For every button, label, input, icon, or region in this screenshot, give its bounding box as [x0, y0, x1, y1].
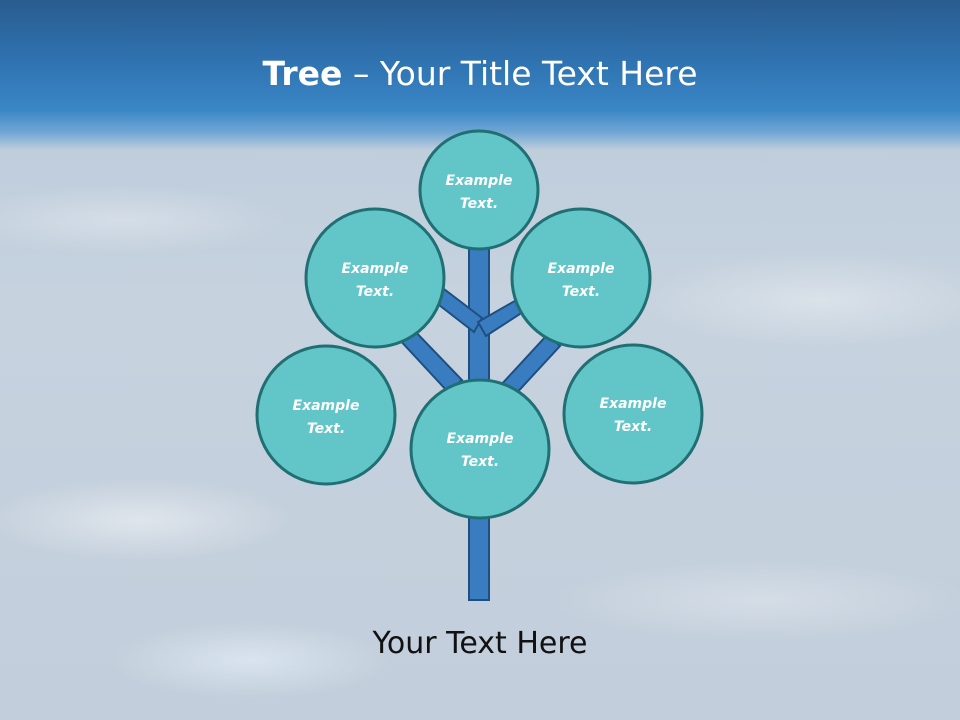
node-label-line1: Example: [446, 173, 513, 189]
node-circle: [418, 129, 540, 251]
node-circle: [304, 207, 446, 349]
node-label-line1: Example: [548, 261, 615, 277]
slide-title: Tree – Your Title Text Here: [0, 52, 960, 96]
node-label-line2: Text.: [614, 419, 652, 435]
node-label-line1: Example: [447, 431, 514, 447]
title-bold-word: Tree: [262, 54, 343, 93]
node-label-line2: Text.: [460, 196, 498, 212]
node-circle: [409, 378, 551, 520]
tree-node-lower-left: Example Text.: [255, 344, 397, 486]
header-band: [0, 0, 960, 150]
node-label-line2: Text.: [356, 284, 394, 300]
node-label-line1: Example: [600, 396, 667, 412]
node-circle: [562, 343, 704, 485]
node-label-line1: Example: [342, 261, 409, 277]
node-circle: [255, 344, 397, 486]
tree-node-upper-left: Example Text.: [304, 207, 446, 349]
node-label-line2: Text.: [562, 284, 600, 300]
footer-caption: Your Text Here: [372, 626, 588, 661]
tree-node-center: Example Text.: [409, 378, 551, 520]
node-label-line2: Text.: [307, 421, 345, 437]
tree-node-lower-right: Example Text.: [562, 343, 704, 485]
title-rest: – Your Title Text Here: [342, 54, 698, 93]
node-circle: [510, 207, 652, 349]
node-label-line1: Example: [293, 398, 360, 414]
node-label-line2: Text.: [461, 454, 499, 470]
tree-node-top: Example Text.: [418, 129, 540, 251]
tree-node-upper-right: Example Text.: [510, 207, 652, 349]
